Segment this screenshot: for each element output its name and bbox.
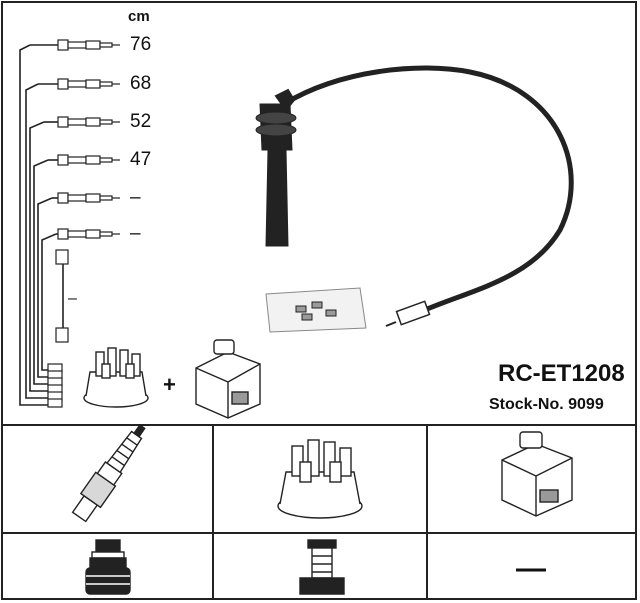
extra-lead-length: – bbox=[68, 290, 77, 307]
main-ht-cable bbox=[255, 65, 574, 327]
lead-length-6: – bbox=[130, 223, 141, 244]
cap-terminal-icon bbox=[299, 539, 345, 595]
spark-plug-icon bbox=[71, 424, 146, 523]
ignition-coil-illustration bbox=[195, 339, 261, 419]
lead-length-4: 47 bbox=[130, 149, 152, 170]
lead-connectors bbox=[47, 39, 120, 408]
plus-sign: + bbox=[163, 372, 176, 397]
table-top-border bbox=[1, 424, 637, 426]
lead-length-3: 52 bbox=[130, 111, 152, 132]
part-number: RC-ET1208 bbox=[498, 360, 625, 387]
no-part-dash: — bbox=[516, 552, 546, 585]
stock-number: Stock-No. 9099 bbox=[489, 396, 604, 413]
distributor-cap-icon bbox=[277, 439, 363, 519]
distributor-cap-illustration bbox=[83, 347, 149, 408]
table-col-divider-2 bbox=[426, 424, 428, 600]
lead-length-1: 76 bbox=[130, 34, 152, 55]
table-col-divider-1 bbox=[212, 424, 214, 600]
lead-wires bbox=[19, 44, 64, 406]
unit-label: cm bbox=[128, 8, 150, 25]
table-row-divider bbox=[1, 532, 637, 534]
lead-length-5: – bbox=[130, 187, 141, 208]
clip-bag-illustration bbox=[265, 287, 367, 333]
plug-boot-icon bbox=[85, 539, 131, 595]
lead-length-2: 68 bbox=[130, 73, 152, 94]
ignition-coil-icon bbox=[501, 431, 573, 517]
